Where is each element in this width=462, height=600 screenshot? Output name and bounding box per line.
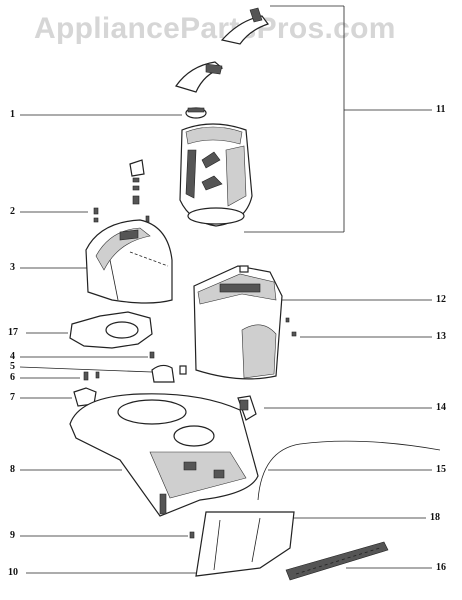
callout-3: 3 — [10, 262, 15, 273]
callout-16: 16 — [436, 562, 446, 573]
part-1-cap — [185, 107, 207, 119]
part-6-fasteners — [83, 371, 100, 381]
callout-6: 6 — [10, 372, 15, 383]
part-4-clip — [149, 351, 155, 359]
part-17-gasket — [69, 311, 153, 349]
part-3-cover — [85, 219, 173, 304]
callout-5: 5 — [10, 361, 15, 372]
part-handle-top — [220, 7, 269, 45]
callout-1: 1 — [10, 109, 15, 120]
part-13-screws — [285, 317, 297, 337]
callout-14: 14 — [436, 402, 446, 413]
callout-9: 9 — [10, 530, 15, 541]
callout-10: 10 — [8, 567, 18, 578]
part-8-base — [69, 393, 259, 517]
callout-11: 11 — [436, 104, 446, 115]
part-14-connector — [237, 395, 257, 421]
callout-7: 7 — [10, 392, 15, 403]
callout-2: 2 — [10, 206, 15, 217]
part-5-valve — [151, 364, 187, 383]
part-handle-grip — [175, 61, 224, 93]
part-15-hose — [257, 440, 441, 501]
callout-13: 13 — [436, 331, 446, 342]
part-nozzle-small — [129, 159, 145, 205]
part-9-clip — [189, 531, 195, 539]
part-11-tank — [179, 123, 253, 227]
callout-12: 12 — [436, 294, 446, 305]
callout-15: 15 — [436, 464, 446, 475]
part-2-clip — [93, 207, 150, 223]
watermark-logo: AppliancePartsPros.com — [34, 12, 396, 45]
part-16-brush-strip — [285, 541, 389, 581]
callout-8: 8 — [10, 464, 15, 475]
part-7-button — [73, 387, 97, 407]
leader-lines — [19, 5, 432, 574]
callout-18: 18 — [430, 512, 440, 523]
callout-17: 17 — [8, 327, 18, 338]
part-10-nozzle-plate — [195, 511, 295, 577]
callout-4: 4 — [10, 351, 15, 362]
part-12-lower-tank — [193, 265, 283, 380]
